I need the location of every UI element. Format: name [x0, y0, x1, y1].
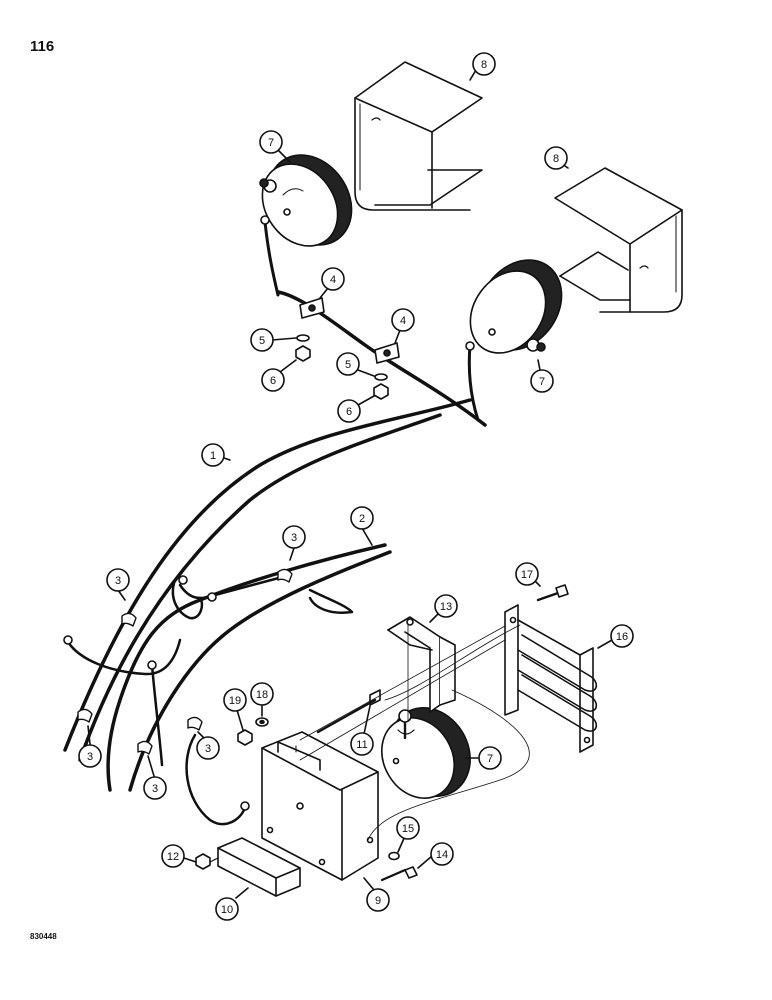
drawing-code: 830448 [30, 932, 57, 941]
svg-text:1: 1 [210, 450, 216, 462]
svg-text:16: 16 [616, 631, 628, 643]
svg-text:6: 6 [346, 406, 352, 418]
harness-upper [260, 215, 487, 427]
callout-3b: 3 [282, 525, 306, 561]
svg-text:3: 3 [152, 783, 158, 795]
lamp-7-lower [381, 707, 471, 799]
bracket-8-upper [354, 61, 483, 211]
svg-text:17: 17 [521, 569, 533, 581]
alignment-lines [299, 624, 530, 841]
svg-text:4: 4 [330, 274, 336, 286]
svg-text:13: 13 [440, 601, 452, 613]
svg-text:8: 8 [553, 153, 559, 165]
bracket-16 [504, 604, 598, 753]
washer-15 [388, 851, 400, 861]
callout-4b: 4 [391, 308, 415, 344]
callout-6b: 6 [337, 395, 375, 423]
svg-text:3: 3 [87, 751, 93, 763]
callout-5b: 5 [336, 352, 375, 377]
clips-3 [77, 568, 293, 755]
svg-text:9: 9 [375, 895, 381, 907]
callout-3c: 3 [78, 725, 102, 768]
callout-5a: 5 [250, 328, 297, 352]
callout-2: 2 [350, 506, 374, 546]
bolt-11 [316, 689, 381, 734]
svg-text:2: 2 [359, 513, 365, 525]
svg-text:3: 3 [291, 532, 297, 544]
svg-text:5: 5 [345, 359, 351, 371]
svg-text:7: 7 [487, 753, 493, 765]
bolt-17 [536, 584, 569, 602]
svg-text:3: 3 [115, 575, 121, 587]
pad-10 [217, 837, 301, 897]
lamp-7-upper [259, 154, 353, 247]
svg-text:7: 7 [268, 137, 274, 149]
svg-text:8: 8 [481, 59, 487, 71]
bracket-9 [261, 731, 379, 881]
svg-text:10: 10 [221, 904, 233, 916]
svg-text:4: 4 [400, 315, 406, 327]
callout-7a: 7 [259, 130, 291, 163]
nut-12 [195, 853, 219, 870]
nut-19 [237, 729, 253, 746]
bracket-13 [387, 616, 456, 713]
callout-3d: 3 [196, 731, 220, 760]
callout-10: 10 [215, 887, 249, 921]
callout-8b: 8 [544, 146, 569, 170]
callout-19: 19 [223, 688, 247, 731]
callout-3e: 3 [143, 755, 167, 800]
callout-13: 13 [429, 594, 458, 623]
callout-17: 17 [515, 562, 541, 587]
callout-8a: 8 [469, 52, 496, 81]
callout-18: 18 [250, 682, 274, 717]
callout-16: 16 [597, 624, 634, 649]
callout-6a: 6 [261, 359, 297, 392]
svg-text:7: 7 [539, 376, 545, 388]
svg-text:18: 18 [256, 689, 268, 701]
svg-text:11: 11 [356, 739, 367, 751]
lamp-7-middle [469, 259, 563, 354]
callout-14: 14 [417, 842, 454, 869]
harness-1 [63, 398, 472, 762]
callout-7c: 7 [465, 746, 502, 770]
svg-text:5: 5 [259, 335, 265, 347]
callout-7b: 7 [530, 359, 554, 393]
harness-2 [106, 543, 392, 826]
callout-3a: 3 [106, 568, 130, 601]
callout-12: 12 [161, 844, 197, 868]
callout-4a: 4 [319, 267, 345, 299]
callout-11: 11 [350, 705, 374, 756]
svg-text:14: 14 [436, 849, 448, 861]
svg-text:15: 15 [402, 823, 414, 835]
svg-text:3: 3 [205, 743, 211, 755]
bolt-14 [380, 866, 418, 882]
svg-text:19: 19 [229, 695, 241, 707]
svg-text:6: 6 [270, 375, 276, 387]
page-number: 116 [30, 38, 55, 55]
bracket-8-right [554, 167, 683, 313]
washer-18 [255, 717, 269, 727]
callout-9: 9 [363, 877, 390, 912]
callout-1: 1 [201, 443, 231, 467]
svg-text:12: 12 [167, 851, 179, 863]
callout-15: 15 [396, 816, 420, 853]
